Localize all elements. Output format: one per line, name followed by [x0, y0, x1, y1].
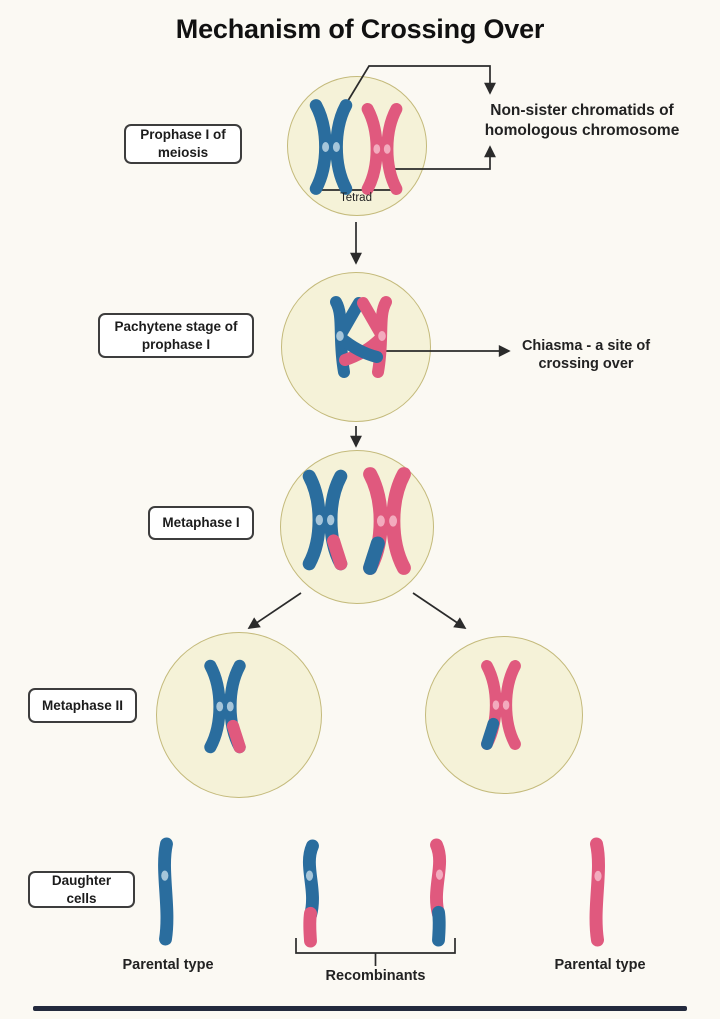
footer-bar	[33, 1006, 687, 1011]
parental-type-label-right: Parental type	[554, 957, 646, 973]
stage-label-text: Prophase I of meiosis	[140, 127, 226, 160]
centromere	[327, 514, 335, 526]
blue-arm-crossing	[335, 332, 383, 363]
page-title: Mechanism of Crossing Over	[175, 14, 545, 44]
stage-label-pachytene: Pachytene stage of prophase I	[98, 313, 254, 358]
chromatid-parental-blue	[158, 837, 174, 946]
stage-label-metaphase-ii: Metaphase II	[28, 688, 137, 723]
centromere	[305, 870, 314, 881]
annotation-chiasma: Chiasma - a site of crossing over	[500, 337, 672, 373]
centromere	[492, 700, 500, 710]
chromatid-body	[158, 837, 174, 946]
recombinants-label: Recombinants	[325, 968, 426, 984]
centromere	[336, 331, 344, 341]
centromere	[502, 700, 510, 710]
chromosome-blue-with-pink-tip	[302, 469, 348, 571]
annotation-non-sister-chromatids: Non-sister chromatids of homologous chro…	[462, 101, 702, 140]
centromere	[389, 515, 398, 527]
tetrad-label: Tetrad	[340, 192, 372, 204]
centromere	[161, 870, 169, 881]
centromere	[594, 870, 602, 882]
stage-label-daughter-cells: Daughter cells	[28, 871, 135, 908]
centromere	[315, 514, 323, 526]
chromosome-pink-homolog	[361, 103, 403, 195]
chromosome-pink-with-blue-tip-mii	[481, 660, 521, 750]
chromosomes-pachytene-chiasma	[330, 296, 392, 378]
flow-arrow-diagonal-right-icon	[412, 592, 467, 629]
centromere	[383, 144, 391, 154]
centromere	[378, 331, 386, 341]
cell-metaphase-ii-left	[156, 632, 322, 798]
centromere	[435, 869, 444, 880]
blue-tip-segment	[481, 717, 500, 750]
chromatid-body	[589, 837, 605, 947]
chromatid-recombinant-blue-pink	[302, 839, 319, 948]
blue-tip-segment	[363, 536, 385, 575]
flow-arrow-diagonal-left-icon	[247, 592, 302, 629]
stage-label-text: Metaphase II	[41, 697, 124, 713]
blue-arm-upper	[335, 297, 365, 340]
centromere	[373, 144, 381, 154]
pink-tip-segment	[226, 719, 246, 754]
stage-label-prophase-i: Prophase I of meiosis	[124, 124, 242, 164]
annotation-line: homologous chromosome	[484, 121, 680, 139]
stage-label-text: Daughter cells	[51, 872, 112, 906]
stage-label-text: Metaphase I	[162, 515, 240, 531]
stage-label-metaphase-i: Metaphase I	[148, 506, 254, 540]
stage-label-text: Pachytene stage of prophase I	[114, 318, 238, 352]
chromatid-parental-pink	[589, 837, 605, 947]
parental-type-label-left: Parental type	[122, 957, 214, 973]
annotation-line: Non-sister chromatids of	[490, 102, 674, 119]
chromosome-blue-with-pink-tip-mii	[204, 659, 246, 754]
pink-tip-segment	[303, 906, 317, 948]
annotation-line: crossing over	[538, 356, 634, 373]
annotation-line: Chiasma - a site of	[521, 338, 651, 354]
chromosome-blue-homolog	[309, 99, 353, 195]
centromere	[226, 701, 234, 712]
centromere	[322, 142, 330, 152]
chromatid-recombinant-pink-blue	[430, 838, 447, 947]
blue-tip-segment	[432, 905, 446, 947]
centromere	[216, 701, 224, 712]
centromere	[376, 515, 385, 527]
centromere	[332, 142, 340, 152]
pink-tip-segment	[327, 534, 348, 571]
pink-arm-upper	[357, 297, 387, 340]
chromosome-pink-with-blue-tip	[363, 467, 411, 575]
